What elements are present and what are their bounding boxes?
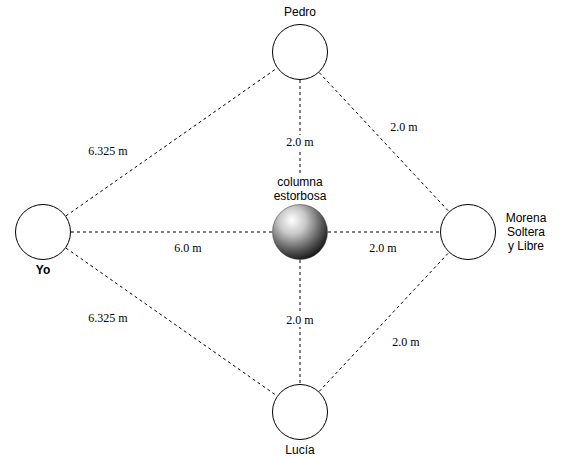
person-circle: Pedro [272, 24, 328, 80]
dashed-connector [66, 248, 277, 396]
person-name: Morena Soltera y Libre [503, 211, 549, 253]
circle-outline [272, 24, 328, 80]
person-name: Lucía [285, 443, 314, 457]
circle-outline [440, 204, 496, 260]
person-circle: Morena Soltera y Libre [440, 204, 496, 260]
dashed-connector [319, 72, 449, 211]
dashed-connector [71, 232, 272, 233]
person-name: Yo [36, 263, 50, 277]
column-shape [272, 204, 328, 260]
person-name: Pedro [284, 5, 316, 19]
column-label: columna estorbosa [269, 175, 331, 203]
circle [441, 205, 496, 260]
person-circle: Yo [15, 204, 71, 260]
column-ball [273, 205, 328, 260]
circle [273, 25, 328, 80]
dashed-connector [319, 252, 449, 391]
distance-label: 6.325 m [86, 144, 129, 158]
circle-outline [272, 384, 328, 440]
distance-label: 2.0 m [367, 241, 398, 255]
circle [16, 205, 71, 260]
distance-label: 2.0 m [284, 313, 315, 327]
dashed-connector [328, 232, 440, 233]
distance-label: 6.325 m [86, 311, 129, 325]
distance-label: 2.0 m [388, 120, 419, 134]
circle [273, 385, 328, 440]
column-ball: columna estorbosa [272, 204, 328, 260]
distance-label: 6.0 m [172, 241, 203, 255]
person-circle: Lucía [272, 384, 328, 440]
dashed-connector [66, 68, 277, 216]
circle-outline [15, 204, 71, 260]
distance-label: 2.0 m [390, 335, 421, 349]
distance-label: 2.0 m [284, 135, 315, 149]
